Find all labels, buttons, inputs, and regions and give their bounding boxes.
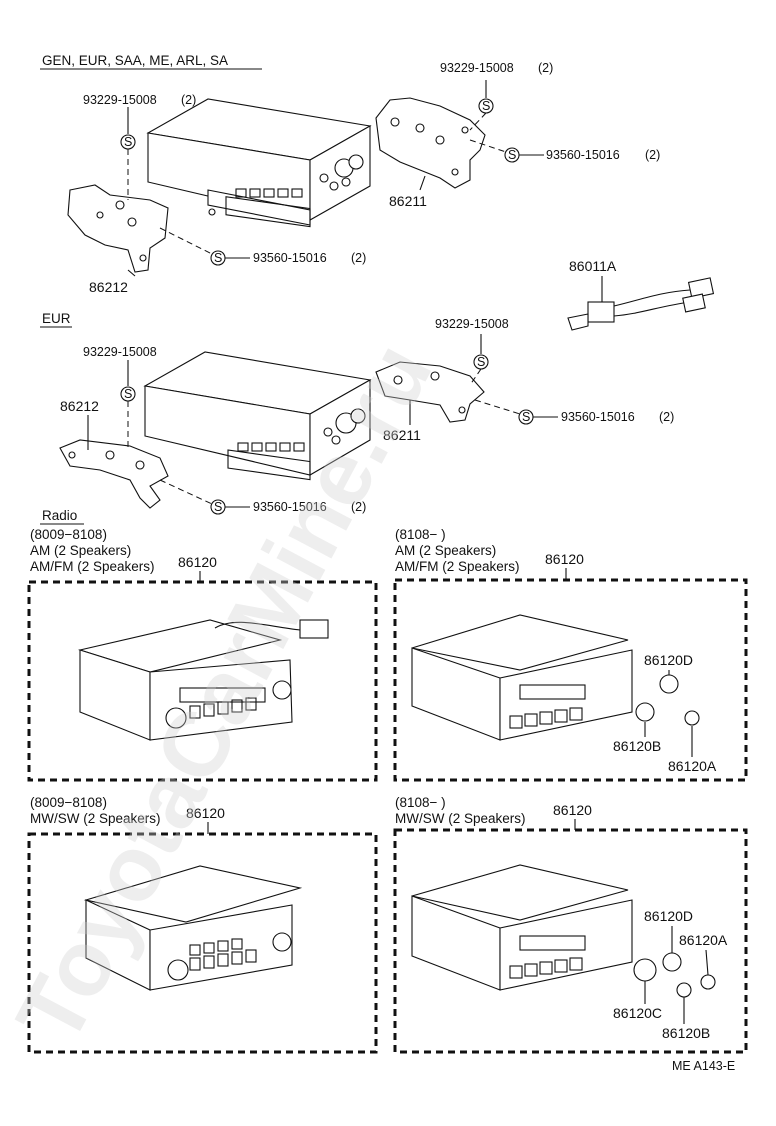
svg-text:S: S [124, 135, 132, 149]
leader-s2-left-bolt-dash [159, 479, 213, 505]
panel-2-line2: AM (2 Speakers) [395, 543, 496, 558]
svg-text:S: S [508, 148, 516, 162]
panel-4: (8108− ) MW/SW (2 Speakers) 86120 86120D… [393, 795, 748, 1054]
bracket-86211-a [375, 97, 486, 189]
part-93229-s2-left: 93229-15008 [83, 345, 157, 359]
screw-symbol-s2-right: S [473, 354, 489, 370]
panel-2-knob-86120D: 86120D [644, 652, 693, 668]
panel-4-knob-86120B: 86120B [662, 1025, 710, 1041]
screw-symbol-right: S [478, 98, 494, 114]
leader-right-bolt-dash [469, 139, 507, 153]
radio-unit-1 [146, 98, 372, 228]
part-93560-left: 93560-15016 [253, 251, 327, 265]
radio-header: Radio [42, 508, 77, 523]
svg-text:S: S [214, 251, 222, 265]
section1-header: GEN, EUR, SAA, ME, ARL, SA [42, 53, 228, 68]
svg-text:S: S [522, 410, 530, 424]
part-93560-s2-left: 93560-15016 [253, 500, 327, 514]
part-93229-right: 93229-15008 [440, 61, 514, 75]
panel-4-knob-86120D: 86120D [644, 908, 693, 924]
screw-symbol-left-bolt: S [210, 250, 226, 266]
section2-header: EUR [42, 311, 71, 326]
part-86212-a: 86212 [89, 279, 128, 295]
part-93560-right: 93560-15016 [546, 148, 620, 162]
part-86211-a: 86211 [389, 193, 427, 209]
leader-s2-right-bolt-dash [474, 399, 521, 415]
part-93560-s2-right: 93560-15016 [561, 410, 635, 424]
qty-93560-right: (2) [645, 148, 660, 162]
svg-text:S: S [124, 387, 132, 401]
bracket-86212-b [59, 439, 169, 509]
panel-4-range: (8108− ) [395, 795, 446, 810]
leader-86212-a [127, 269, 136, 277]
panel-2-knob-86120A: 86120A [668, 758, 717, 774]
panel-3-part: 86120 [186, 805, 225, 821]
panel-2-knob-86120B: 86120B [613, 738, 661, 754]
panel-3-line2: MW/SW (2 Speakers) [30, 811, 161, 826]
panel-4-knob-86120A: 86120A [679, 932, 728, 948]
svg-text:S: S [482, 99, 490, 113]
leader-86211-a [419, 175, 426, 191]
screw-symbol-s2-right-bolt: S [518, 409, 534, 425]
screw-symbol-left: S [120, 134, 136, 150]
qty-93560-s2-right: (2) [659, 410, 674, 424]
panel-2: (8108− ) AM (2 Speakers) AM/FM (2 Speake… [393, 527, 748, 782]
bracket-86211-b [375, 361, 485, 423]
screw-symbol-right-bolt: S [504, 147, 520, 163]
svg-text:S: S [477, 355, 485, 369]
part-93229-left: 93229-15008 [83, 93, 157, 107]
panel-2-part: 86120 [545, 551, 584, 567]
qty-93560-s2-left: (2) [351, 500, 366, 514]
panel-1-line2: AM (2 Speakers) [30, 543, 131, 558]
qty-93229-right: (2) [538, 61, 553, 75]
panel-3-range: (8009−8108) [30, 795, 107, 810]
qty-93229-left: (2) [181, 93, 196, 107]
screw-symbol-s2-left: S [120, 386, 136, 402]
panel-4-knob-86120C: 86120C [613, 1005, 662, 1021]
part-86011A: 86011A [569, 258, 617, 274]
panel-1-part: 86120 [178, 554, 217, 570]
panel-4-line2: MW/SW (2 Speakers) [395, 811, 526, 826]
qty-93560-left: (2) [351, 251, 366, 265]
wire-connector-86011A [567, 277, 715, 331]
bracket-86212-a [67, 184, 169, 273]
part-86211-b: 86211 [383, 427, 421, 443]
panel-2-range: (8108− ) [395, 527, 446, 542]
leader-s2-right-screw-dash [469, 368, 482, 386]
panel-1: (8009−8108) AM (2 Speakers) AM/FM (2 Spe… [27, 527, 378, 782]
panel-4-part: 86120 [553, 802, 592, 818]
radio-unit-2 [143, 351, 372, 481]
screw-symbol-s2-left-bolt: S [210, 499, 226, 515]
panel-2-line3: AM/FM (2 Speakers) [395, 559, 520, 574]
leader-right-screw-dash [469, 112, 487, 131]
part-86212-b: 86212 [60, 398, 99, 414]
panel-1-line3: AM/FM (2 Speakers) [30, 559, 155, 574]
panel-1-range: (8009−8108) [30, 527, 107, 542]
footer-code: ME A143-E [672, 1059, 735, 1073]
leader-left-bolt-dash [159, 227, 213, 255]
panel-3: (8009−8108) MW/SW (2 Speakers) 86120 [27, 795, 378, 1054]
part-93229-s2-right: 93229-15008 [435, 317, 509, 331]
svg-text:S: S [214, 500, 222, 514]
